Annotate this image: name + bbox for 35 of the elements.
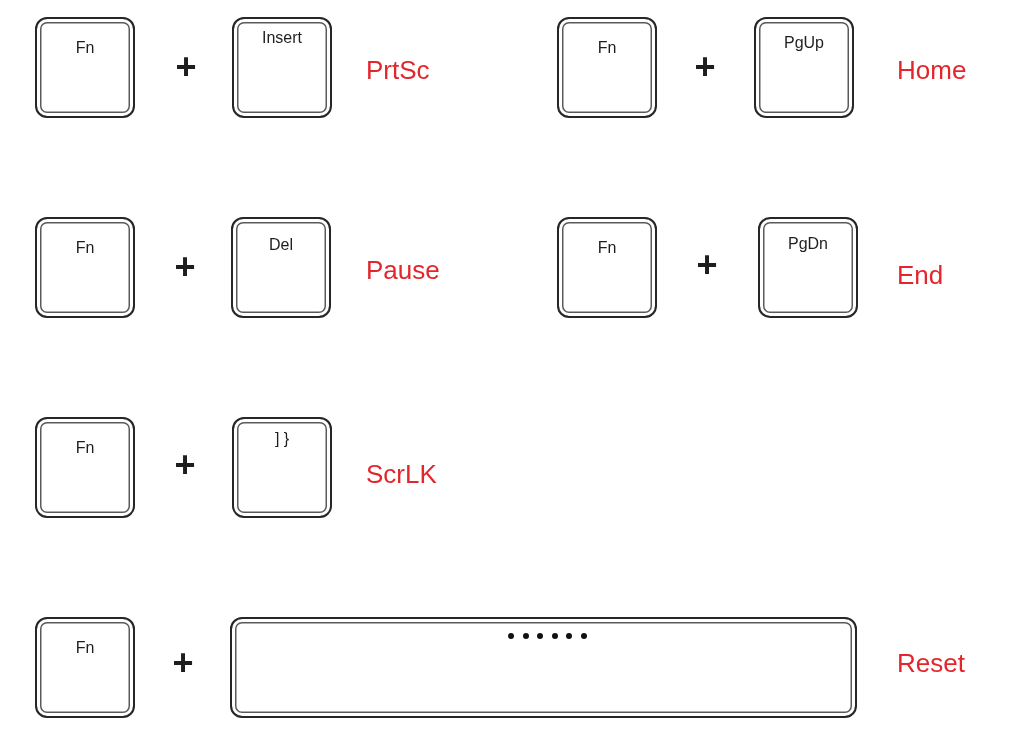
plus-sign: + bbox=[174, 447, 196, 483]
plus-sign: + bbox=[696, 247, 718, 283]
plus-sign: + bbox=[694, 49, 716, 85]
key-legend: PgDn bbox=[788, 236, 828, 252]
keyboard-key bbox=[35, 217, 135, 318]
plus-sign: + bbox=[175, 49, 197, 85]
key-legend: Del bbox=[269, 237, 293, 253]
keyboard-key bbox=[754, 17, 854, 118]
key-legend: Fn bbox=[75, 640, 95, 656]
keyboard-key bbox=[35, 17, 135, 118]
function-label: Pause bbox=[366, 257, 440, 283]
keyboard-key bbox=[557, 217, 657, 318]
keyboard-key bbox=[557, 17, 657, 118]
plus-sign: + bbox=[174, 249, 196, 285]
key-legend: Fn bbox=[75, 240, 95, 256]
key-legend: Fn bbox=[75, 40, 95, 56]
key-legend: ] } bbox=[274, 431, 290, 447]
keyboard-key bbox=[35, 417, 135, 518]
function-label: End bbox=[897, 262, 944, 288]
key-legend: Fn bbox=[597, 240, 617, 256]
function-label: PrtSc bbox=[366, 57, 430, 83]
plus-sign: + bbox=[172, 645, 194, 681]
keyboard-key bbox=[231, 217, 331, 318]
function-label: Home bbox=[897, 57, 967, 83]
key-legend: Insert bbox=[262, 30, 302, 46]
keyboard-key bbox=[35, 617, 135, 718]
key-legend: PgUp bbox=[784, 35, 824, 51]
keyboard-key bbox=[232, 417, 332, 518]
keyboard-key bbox=[758, 217, 858, 318]
keyboard-key bbox=[232, 17, 332, 118]
key-legend: Fn bbox=[597, 40, 617, 56]
function-label: Reset bbox=[897, 650, 965, 676]
spacebar-key bbox=[230, 617, 857, 718]
function-label: ScrLK bbox=[366, 461, 437, 487]
key-legend: Fn bbox=[75, 440, 95, 456]
